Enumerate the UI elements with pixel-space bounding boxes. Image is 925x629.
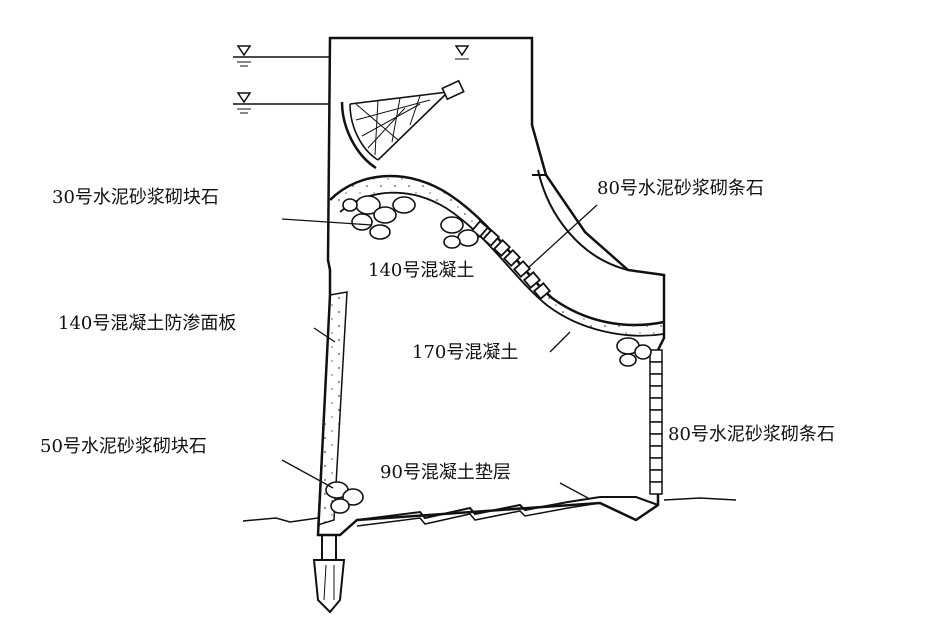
ground-line <box>242 497 737 523</box>
right-face-stones <box>649 349 663 495</box>
rubble-upper <box>342 195 416 240</box>
dam-body <box>316 36 666 537</box>
downstream-profile <box>537 169 629 271</box>
label-cushion: 90号混凝土垫层 <box>380 462 511 483</box>
rubble-middle <box>440 216 479 249</box>
water-level-icon <box>233 45 330 67</box>
label-face-slab: 140号混凝土防渗面板 <box>58 313 236 334</box>
label-upper-masonry: 30号水泥砂浆砌块石 <box>52 187 219 208</box>
label-concrete-140: 140号混凝土 <box>368 260 474 281</box>
water-level-icon <box>454 45 470 60</box>
rubble-right <box>616 337 652 367</box>
crest-cut-stones <box>471 219 552 300</box>
leader-lines <box>281 204 598 499</box>
label-crest-stone: 80号水泥砂浆砌条石 <box>597 178 764 199</box>
cushion-layer <box>356 496 659 527</box>
radial-gate-icon <box>340 79 465 170</box>
label-lower-masonry: 50号水泥砂浆砌块石 <box>40 436 207 457</box>
label-right-stone: 80号水泥砂浆砌条石 <box>668 424 835 445</box>
cutoff-pile <box>312 535 346 614</box>
water-level-icon <box>233 92 330 114</box>
label-concrete-170: 170号混凝土 <box>412 342 518 363</box>
rubble-lower <box>325 481 364 514</box>
face-slab <box>317 291 348 527</box>
